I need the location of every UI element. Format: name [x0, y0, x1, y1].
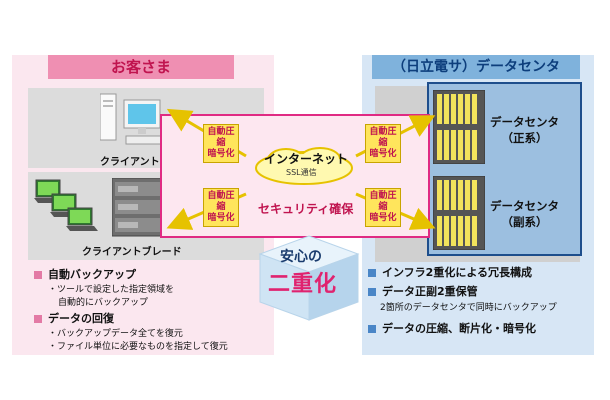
- datacenter-features: インフラ2重化による冗長構成 データ正副2重保管 2箇所のデータセンタで同時にバ…: [368, 264, 557, 336]
- feature-note: 2箇所のデータセンタで同時にバックアップ: [380, 303, 557, 313]
- encryption-tag-line1: 自動圧縮: [207, 191, 235, 212]
- encryption-tag-line2: 暗号化: [207, 213, 235, 223]
- duplication-label: 二重化: [268, 272, 338, 297]
- feature-dual-storage: データ正副2重保管: [382, 285, 478, 298]
- recovery-line-1: ・バックアップデータ全てを復元: [48, 329, 183, 339]
- blue-bullet-icon: [368, 325, 376, 333]
- backup-heading: 自動バックアップ: [48, 268, 136, 281]
- duplication-cube-icon: [258, 235, 360, 321]
- customer-title: お客さま: [48, 55, 234, 79]
- ssl-label: SSL通信: [286, 168, 317, 177]
- encryption-tag-top-right: 自動圧縮 暗号化: [365, 124, 401, 163]
- laptop-icons: [34, 179, 98, 231]
- secondary-server-rack-icon: [433, 176, 485, 250]
- primary-datacenter-label: データセンタ （正系）: [490, 114, 559, 146]
- primary-datacenter-line2: （正系）: [501, 131, 548, 145]
- assurance-label: 安心の: [280, 249, 322, 265]
- client-pc-icon: [100, 93, 163, 145]
- internet-cloud-icon: [255, 147, 353, 185]
- blade-server-icon: [112, 178, 164, 237]
- encryption-tag-line2: 暗号化: [207, 149, 235, 159]
- datacenter-title: （日立電サ）データセンタ: [372, 55, 580, 79]
- encryption-tag-bottom-left: 自動圧縮 暗号化: [203, 188, 239, 227]
- client-blade-label: クライアントブレード: [82, 247, 182, 258]
- secondary-datacenter-label: データセンタ （副系）: [490, 198, 559, 230]
- feature-redundancy: インフラ2重化による冗長構成: [382, 266, 532, 279]
- encryption-tag-line1: 自動圧縮: [369, 191, 397, 212]
- backup-line-1: ・ツールで設定した指定領域を: [48, 285, 175, 295]
- primary-server-rack-icon: [433, 90, 485, 164]
- internet-label: インターネット: [264, 152, 349, 166]
- primary-datacenter-line1: データセンタ: [490, 115, 559, 129]
- feature-compression: データの圧縮、断片化・暗号化: [382, 322, 536, 335]
- pink-bullet-icon: [34, 271, 42, 279]
- encryption-tag-line2: 暗号化: [369, 213, 397, 223]
- recovery-heading: データの回復: [48, 312, 114, 325]
- backup-section: 自動バックアップ ・ツールで設定した指定領域を 自動的にバックアップ: [34, 266, 174, 310]
- encryption-tag-line1: 自動圧縮: [207, 127, 235, 148]
- recovery-section: データの回復 ・バックアップデータ全てを復元 ・ファイル単位に必要なものを指定し…: [34, 310, 228, 354]
- secondary-datacenter-line2: （副系）: [501, 215, 548, 229]
- blue-bullet-icon: [368, 269, 376, 277]
- pink-bullet-icon: [34, 315, 42, 323]
- encryption-tag-bottom-right: 自動圧縮 暗号化: [365, 188, 401, 227]
- recovery-line-2: ・ファイル単位に必要なものを指定して復元: [48, 342, 228, 352]
- security-label: セキュリティ確保: [258, 202, 354, 216]
- client-pc-label: クライアントPC: [100, 157, 175, 168]
- encryption-tag-top-left: 自動圧縮 暗号化: [203, 124, 239, 163]
- blue-bullet-icon: [368, 288, 376, 296]
- encryption-tag-line2: 暗号化: [369, 149, 397, 159]
- backup-line-2: 自動的にバックアップ: [58, 298, 149, 308]
- secondary-datacenter-line1: データセンタ: [490, 199, 559, 213]
- encryption-tag-line1: 自動圧縮: [369, 127, 397, 148]
